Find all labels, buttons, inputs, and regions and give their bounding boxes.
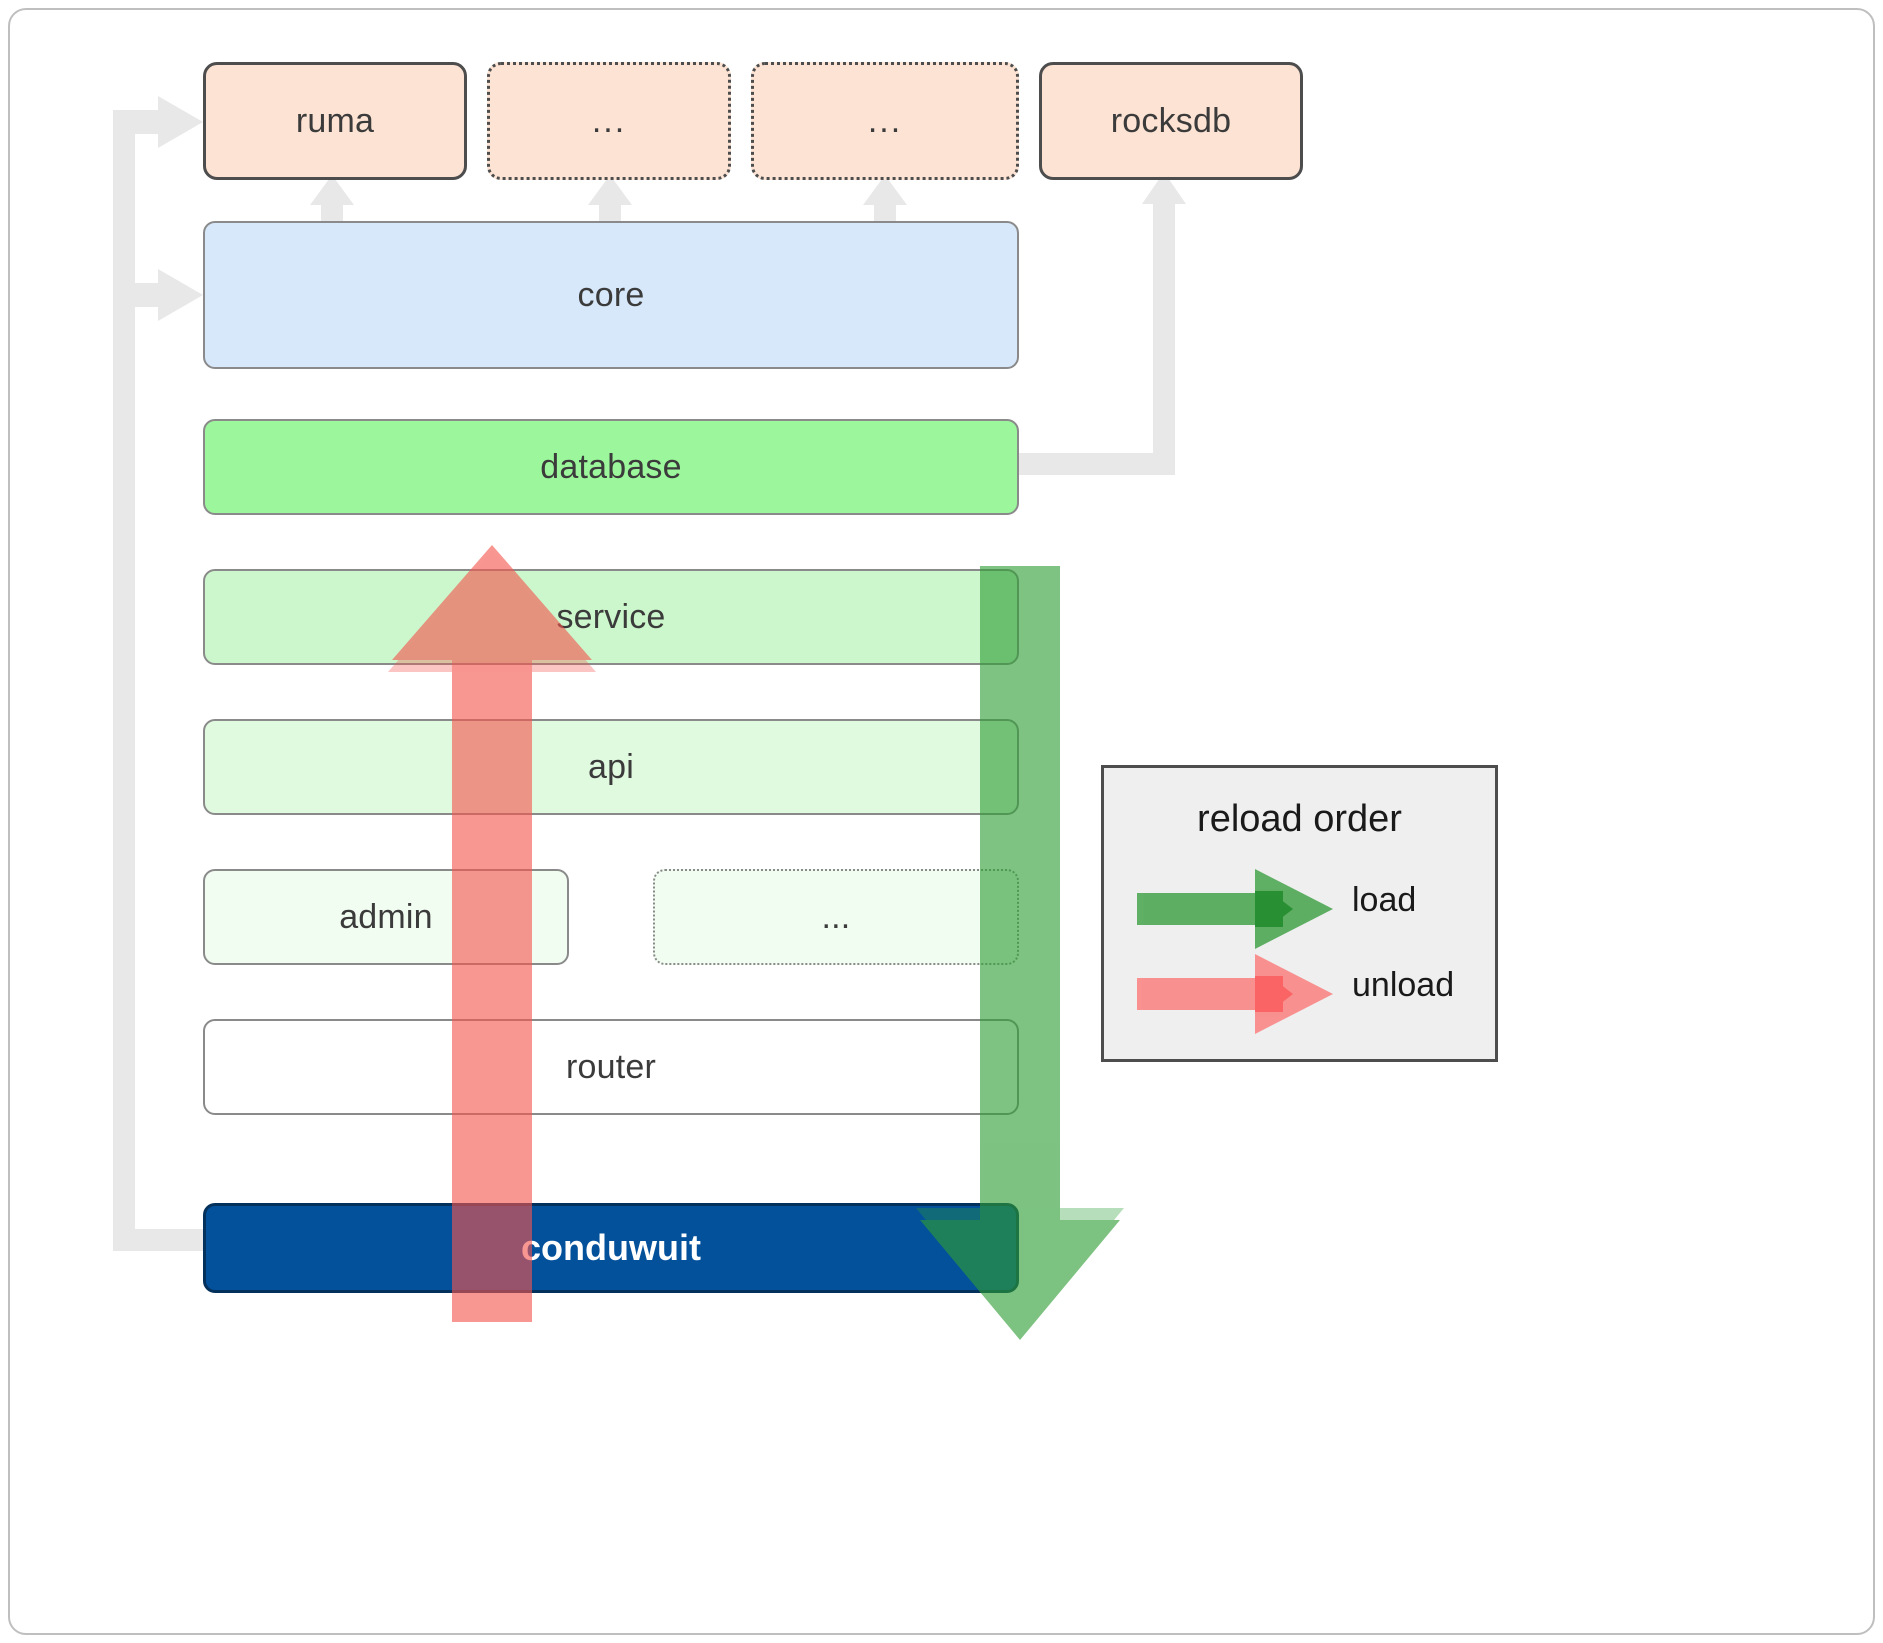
layer-node-placeholder[interactable]: ... (653, 869, 1019, 965)
dependency-label: ... (591, 101, 627, 140)
dependency-node-ruma[interactable]: ruma (203, 62, 467, 180)
dependency-label: ... (867, 101, 903, 140)
layer-label: router (565, 1047, 657, 1086)
layer-label: database (540, 447, 682, 486)
layer-node-core[interactable]: core (203, 221, 1019, 369)
load-arrow-icon (1137, 869, 1333, 949)
layer-label: api (588, 747, 634, 786)
dependency-label: rocksdb (1110, 101, 1232, 140)
layer-node-api[interactable]: api (203, 719, 1019, 815)
legend-panel: reload order load u (1101, 765, 1498, 1062)
layer-node-admin[interactable]: admin (203, 869, 569, 965)
layer-label: ... (821, 897, 851, 936)
layer-label: admin (339, 897, 433, 936)
dependency-label: ruma (295, 101, 375, 140)
legend-title: reload order (1197, 798, 1402, 840)
layer-node-router[interactable]: router (203, 1019, 1019, 1115)
layer-label: core (577, 275, 645, 314)
legend-row-load: load (1104, 869, 1495, 949)
dependency-node-placeholder-2[interactable]: ... (751, 62, 1019, 180)
unload-arrow-icon (1137, 954, 1333, 1034)
legend-label-unload: unload (1352, 966, 1455, 1004)
dependency-node-rocksdb[interactable]: rocksdb (1039, 62, 1303, 180)
legend-label-load: load (1352, 881, 1417, 919)
layer-node-service[interactable]: service (203, 569, 1019, 665)
layer-label: service (556, 597, 666, 636)
layer-node-database[interactable]: database (203, 419, 1019, 515)
dependency-node-placeholder-1[interactable]: ... (487, 62, 731, 180)
root-label: conduwuit (521, 1227, 701, 1268)
legend-row-unload: unload (1104, 954, 1495, 1034)
root-node-conduwuit[interactable]: conduwuit (203, 1203, 1019, 1293)
